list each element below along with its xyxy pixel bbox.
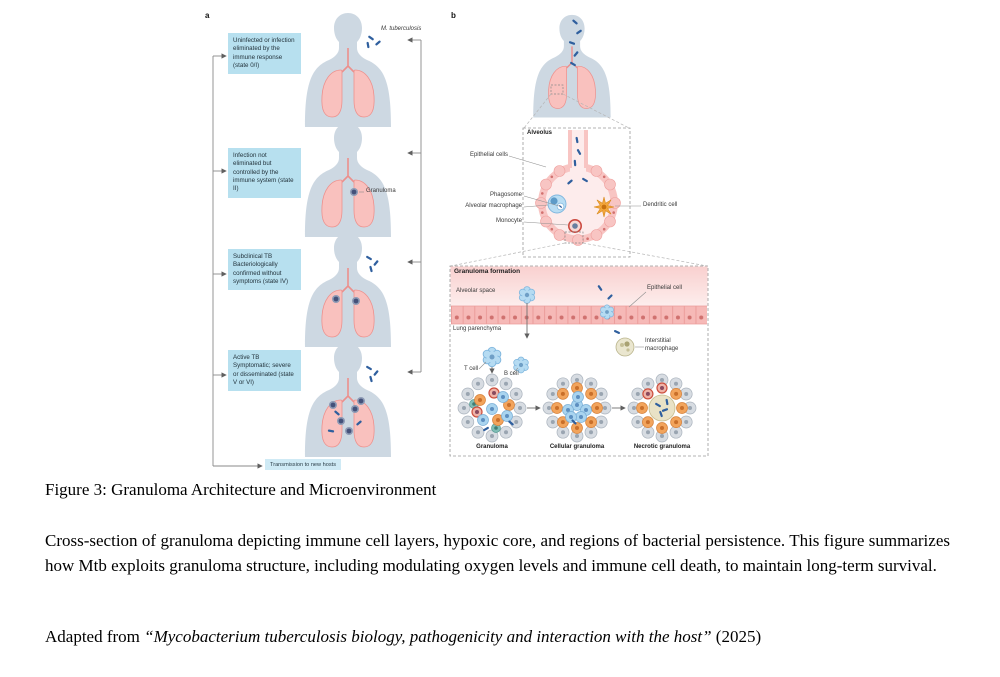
t-cell-shape xyxy=(482,346,502,368)
figure-caption-title: Figure 3: Granuloma Architecture and Mic… xyxy=(45,480,437,499)
panel-b-label: b xyxy=(451,11,456,20)
zoom-region-marker-2 xyxy=(564,231,584,244)
adapted-suffix: (2025) xyxy=(711,627,762,646)
panel-a-graphics xyxy=(212,12,422,469)
label-b-cell: B cell xyxy=(504,371,519,377)
adapted-prefix: Adapted from xyxy=(45,627,145,646)
alveolus-sac xyxy=(535,130,621,246)
stage-label-cellular-granuloma: Cellular granuloma xyxy=(549,444,605,450)
epithelium-layer xyxy=(451,306,707,324)
granuloma-stage-3 xyxy=(627,373,697,443)
label-alveolar-macrophage: Alveolar macrophage xyxy=(465,203,522,209)
mtb-label: M. tuberculosis xyxy=(381,26,422,32)
flow-lines xyxy=(212,37,422,469)
label-dendritic-cell: Dendritic cell xyxy=(643,202,678,208)
dendritic-cell-shape xyxy=(593,196,615,218)
label-interstitial-macrophage: Interstitial macrophage xyxy=(645,338,679,352)
stage-label-necrotic-granuloma: Necrotic granuloma xyxy=(633,444,691,450)
granuloma-formation-title: Granuloma formation xyxy=(454,268,521,275)
interstitial-macrophage-cell xyxy=(615,337,635,357)
label-epithelial-cells: Epithelial cells xyxy=(469,152,508,158)
entering-immune-cell xyxy=(518,286,536,304)
transmission-label: Transmission to new hosts xyxy=(265,459,342,470)
alveolus-title: Alveolus xyxy=(527,130,553,136)
label-epithelial-cell: Epithelial cell xyxy=(647,285,683,291)
alveolar-macrophage-cell xyxy=(547,194,567,214)
alveolus-pointer-lines xyxy=(508,155,641,226)
label-lung-parenchyma: Lung parenchyma xyxy=(453,326,502,332)
panel-a-label: a xyxy=(205,11,210,20)
figure-caption-source: Adapted from “Mycobacterium tuberculosis… xyxy=(45,627,761,647)
monocyte-cell xyxy=(568,219,582,233)
label-t-cell: T cell xyxy=(464,366,479,372)
panel-b-graphics xyxy=(449,14,709,457)
adapted-source-title: “Mycobacterium tuberculosis biology, pat… xyxy=(144,627,712,646)
state-box-3: Subclinical TB Bacteriologically confirm… xyxy=(228,249,301,291)
label-monocyte: Monocyte xyxy=(495,218,522,224)
stage-label-granuloma: Granuloma xyxy=(476,444,508,450)
state-box-2: Infection not eliminated but controlled … xyxy=(228,148,301,198)
label-alveolar-space: Alveolar space xyxy=(456,288,496,294)
state-box-1: Uninfected or infection eliminated by th… xyxy=(228,33,301,75)
granuloma-annotation: Granuloma xyxy=(366,188,396,194)
figure-caption-body: Cross-section of granuloma depicting imm… xyxy=(45,531,950,576)
state-box-4: Active TB Symptomatic; severe or dissemi… xyxy=(228,350,301,392)
label-phagosome: Phagosome xyxy=(489,192,522,198)
